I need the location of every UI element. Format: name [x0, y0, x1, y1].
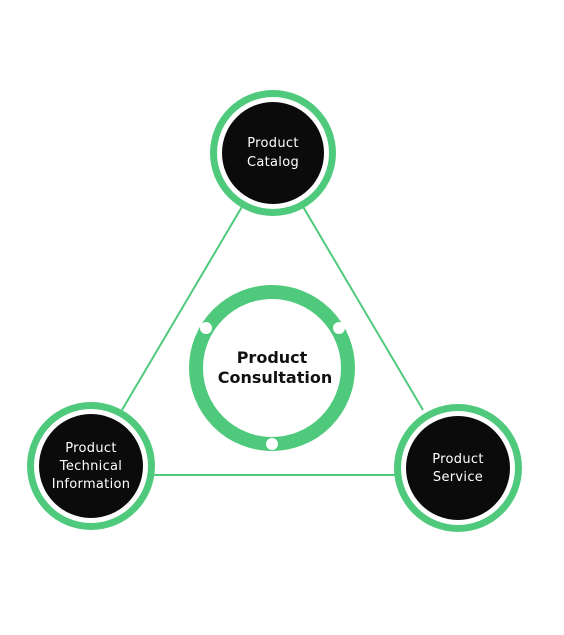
node-label-line2: Technical — [59, 459, 122, 474]
node-product-catalog: Product Catalog — [210, 90, 336, 216]
center-title-line1: Product — [237, 348, 308, 367]
ring-dot-right — [333, 322, 345, 334]
node-label-line1: Product — [247, 136, 298, 151]
connector-catalog-service — [301, 204, 424, 411]
node-core — [222, 102, 324, 204]
node-label-line2: Service — [433, 470, 483, 485]
ring-dot-bottom — [266, 438, 278, 450]
connector-catalog-technical — [121, 204, 244, 411]
node-label-line1: Product — [65, 441, 116, 456]
node-label-line3: Information — [52, 477, 131, 492]
node-product-service: Product Service — [394, 404, 522, 532]
node-product-technical-information: Product Technical Information — [27, 402, 155, 530]
node-label-line2: Catalog — [247, 155, 299, 170]
ring-dot-left — [200, 322, 212, 334]
center-node: Product Consultation — [189, 285, 355, 451]
center-title-line2: Consultation — [218, 368, 332, 387]
node-core — [39, 414, 143, 518]
node-core — [406, 416, 510, 520]
node-label-line1: Product — [432, 452, 483, 467]
